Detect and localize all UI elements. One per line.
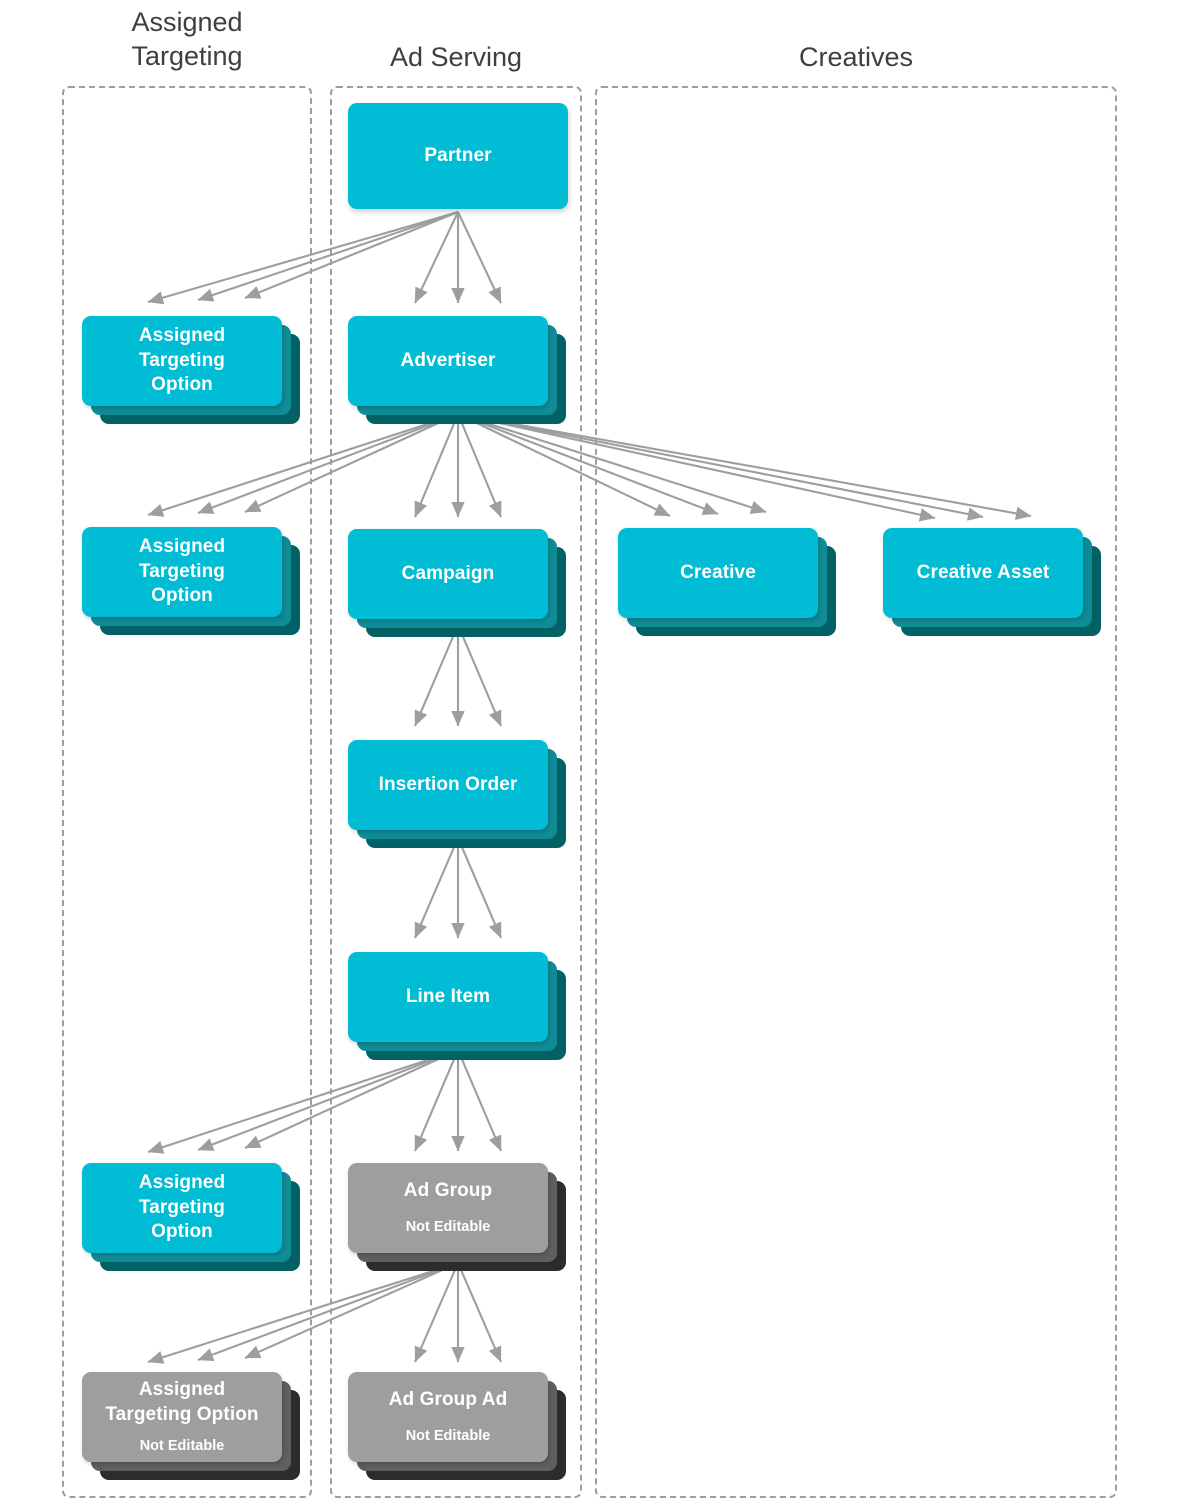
node-partner-card[interactable]: Partner	[348, 103, 568, 209]
node-ad-group-ad-card[interactable]: Ad Group Ad Not Editable	[348, 1372, 548, 1462]
title-line-2: Targeting	[138, 560, 226, 582]
node-ato-partner[interactable]: Assigned Targeting Option	[82, 316, 302, 424]
column-header-line-1: Assigned	[131, 7, 243, 37]
node-ato-advertiser-card[interactable]: Assigned Targeting Option	[82, 527, 282, 617]
node-advertiser-title: Advertiser	[400, 349, 496, 371]
lane-ad-serving	[330, 86, 582, 1498]
node-campaign-title: Campaign	[401, 562, 495, 584]
node-creative-asset-card[interactable]: Creative Asset	[883, 528, 1083, 618]
node-insertion-order[interactable]: Insertion Order	[348, 740, 568, 848]
node-ato-adgroup-title: Assigned Targeting Option	[105, 1378, 258, 1427]
title-line-2: Targeting	[138, 1196, 226, 1218]
node-ato-adgroup[interactable]: Assigned Targeting Option Not Editable	[82, 1372, 302, 1480]
node-creative[interactable]: Creative	[618, 528, 838, 636]
node-ato-advertiser[interactable]: Assigned Targeting Option	[82, 527, 302, 635]
title-line-3: Option	[151, 1221, 213, 1243]
node-line-item[interactable]: Line Item	[348, 952, 568, 1060]
node-ato-lineitem-card[interactable]: Assigned Targeting Option	[82, 1163, 282, 1253]
column-header-line-1: Ad Serving	[389, 42, 523, 72]
node-ato-lineitem-title: Assigned Targeting Option	[139, 1171, 225, 1245]
title-line-1: Assigned	[138, 324, 226, 346]
node-campaign[interactable]: Campaign	[348, 529, 568, 637]
node-ad-group[interactable]: Ad Group Not Editable	[348, 1163, 568, 1271]
node-creative-title: Creative	[680, 561, 756, 583]
lane-assigned-targeting	[62, 86, 312, 1498]
title-line-2: Targeting Option	[105, 1404, 259, 1426]
node-ad-group-ad[interactable]: Ad Group Ad Not Editable	[348, 1372, 568, 1480]
title-line-1: Assigned	[138, 535, 226, 557]
node-creative-asset-title: Creative Asset	[916, 561, 1050, 583]
column-header-ad-serving: Ad Serving	[330, 41, 582, 75]
node-ato-advertiser-title: Assigned Targeting Option	[139, 535, 225, 609]
node-ad-group-card[interactable]: Ad Group Not Editable	[348, 1163, 548, 1253]
column-header-assigned-targeting: Assigned Targeting	[62, 6, 312, 74]
title-line-1: Assigned	[138, 1171, 226, 1193]
node-line-item-card[interactable]: Line Item	[348, 952, 548, 1042]
column-header-line-1: Creatives	[798, 42, 914, 72]
node-advertiser-card[interactable]: Advertiser	[348, 316, 548, 406]
node-ato-partner-title: Assigned Targeting Option	[139, 324, 225, 398]
node-partner-title: Partner	[424, 144, 492, 166]
node-campaign-card[interactable]: Campaign	[348, 529, 548, 619]
title-line-2: Targeting	[138, 349, 226, 371]
node-line-item-title: Line Item	[405, 985, 491, 1007]
node-insertion-order-card[interactable]: Insertion Order	[348, 740, 548, 830]
node-ad-group-subtitle: Not Editable	[405, 1218, 491, 1235]
node-ato-adgroup-card[interactable]: Assigned Targeting Option Not Editable	[82, 1372, 282, 1462]
column-header-line-2: Targeting	[131, 40, 243, 71]
node-ato-adgroup-subtitle: Not Editable	[139, 1437, 225, 1454]
node-ad-group-ad-subtitle: Not Editable	[405, 1427, 491, 1444]
node-insertion-order-title: Insertion Order	[378, 773, 518, 795]
title-line-1: Assigned	[138, 1379, 226, 1401]
node-creative-card[interactable]: Creative	[618, 528, 818, 618]
node-ato-lineitem[interactable]: Assigned Targeting Option	[82, 1163, 302, 1271]
column-header-creatives: Creatives	[595, 41, 1117, 75]
title-line-3: Option	[151, 374, 213, 396]
node-advertiser[interactable]: Advertiser	[348, 316, 568, 424]
lane-creatives	[595, 86, 1117, 1498]
node-partner[interactable]: Partner	[348, 103, 568, 209]
node-creative-asset[interactable]: Creative Asset	[883, 528, 1103, 636]
node-ad-group-ad-title: Ad Group Ad	[388, 1389, 508, 1411]
node-ad-group-title: Ad Group	[403, 1180, 493, 1202]
title-line-3: Option	[151, 585, 213, 607]
node-ato-partner-card[interactable]: Assigned Targeting Option	[82, 316, 282, 406]
